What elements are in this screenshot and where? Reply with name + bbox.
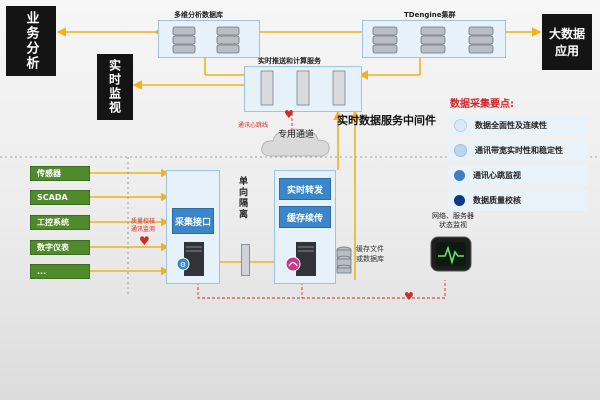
collect-interface-label: 采集接口 (174, 217, 211, 228)
push-compute-label: 实时推送和计算服务 (258, 57, 321, 65)
cache-resend-button[interactable]: 缓存续传 (279, 206, 331, 228)
source-ics[interactable]: 工控系统 (30, 215, 90, 230)
dedicated-channel-cloud: 专用通道 (258, 126, 334, 162)
cache-file-db-label: 缓存文件 或数据库 (356, 245, 384, 263)
source-meter-label: 数字仪表 (37, 243, 69, 252)
status-monitor-label: 网络、服务器 状态监视 (432, 212, 474, 229)
cache-database (336, 246, 352, 276)
source-ics-label: 工控系统 (37, 218, 69, 227)
one-way-isolation-label: 单向隔离 (237, 176, 247, 220)
legend-dot-1 (454, 119, 467, 132)
tdengine-cluster-panel (362, 20, 506, 58)
source-sensor[interactable]: 传感器 (30, 166, 90, 181)
cache-resend-label: 缓存续传 (286, 213, 323, 224)
push-compute-panel (244, 66, 362, 112)
legend-item: 通讯带宽实时性和稳定性 (448, 140, 588, 161)
business-analysis-label: 业务分析 (23, 11, 39, 71)
realtime-monitoring-label: 实时监视 (107, 59, 122, 115)
multi-dim-db-label: 多维分析数据库 (174, 11, 223, 19)
big-data-apps-box: 大数据应用 (542, 14, 592, 70)
realtime-forward-button[interactable]: 实时转发 (279, 178, 331, 200)
database-icon (336, 246, 352, 274)
cloud-icon (261, 128, 330, 157)
legend-text-4: 数据质量校核 (473, 196, 521, 205)
source-scada-label: SCADA (37, 193, 68, 202)
heartbeat-line-label: 通讯心跳线 (238, 122, 269, 129)
heart-icon: ♥ (404, 290, 414, 303)
middleware-label: 实时数据服务中间件 (337, 114, 436, 127)
quality-check-label: 质量校核 通讯监测 (131, 218, 156, 233)
database-icon (172, 26, 240, 54)
dedicated-channel-label: 专用通道 (277, 130, 314, 140)
isolation-device-icon (241, 244, 250, 276)
source-more-label: ... (37, 267, 47, 276)
legend-dot-2 (454, 144, 467, 157)
forward-server (284, 240, 320, 278)
server-icon (285, 242, 316, 276)
server-cluster-icon (372, 26, 494, 54)
tdengine-cluster-label: TDengine集群 (404, 11, 456, 19)
status-monitor[interactable] (430, 236, 472, 276)
heart-icon: ♥ (139, 234, 150, 248)
legend-dot-4 (454, 195, 465, 206)
realtime-forward-label: 实时转发 (286, 185, 323, 196)
source-scada[interactable]: SCADA (30, 190, 90, 205)
monitor-icon (430, 236, 472, 272)
legend-item: 数据全面性及连续性 (448, 115, 588, 136)
svg-text:⚙: ⚙ (180, 261, 186, 269)
legend-text-3: 通讯心跳监视 (473, 171, 521, 180)
source-sensor-label: 传感器 (37, 169, 61, 178)
source-meter[interactable]: 数字仪表 (30, 240, 90, 255)
multi-dim-db-panel (158, 20, 260, 58)
legend-text-1: 数据全面性及连续性 (475, 121, 547, 130)
source-more[interactable]: ... (30, 264, 90, 279)
legend-list: 数据全面性及连续性 通讯带宽实时性和稳定性 通讯心跳监视 数据质量校核 (448, 115, 588, 215)
legend-dot-3 (454, 170, 465, 181)
business-analysis-box: 业务分析 (6, 6, 56, 76)
legend-item: 数据质量校核 (448, 190, 588, 211)
collect-interface-button[interactable]: 采集接口 (172, 208, 214, 234)
legend-title: 数据采集要点: (450, 99, 514, 110)
big-data-apps-label: 大数据应用 (548, 27, 585, 58)
legend-text-2: 通讯带宽实时性和稳定性 (475, 146, 563, 155)
server-icon: ⚙ (176, 242, 204, 276)
realtime-monitoring-box: 实时监视 (97, 54, 133, 120)
heart-icon: ♥ (284, 108, 294, 121)
legend-item: 通讯心跳监视 (448, 165, 588, 186)
collector-server: ⚙ (176, 240, 210, 278)
server-racks-icon (260, 70, 346, 106)
one-way-isolation: 单向隔离 (236, 176, 254, 278)
